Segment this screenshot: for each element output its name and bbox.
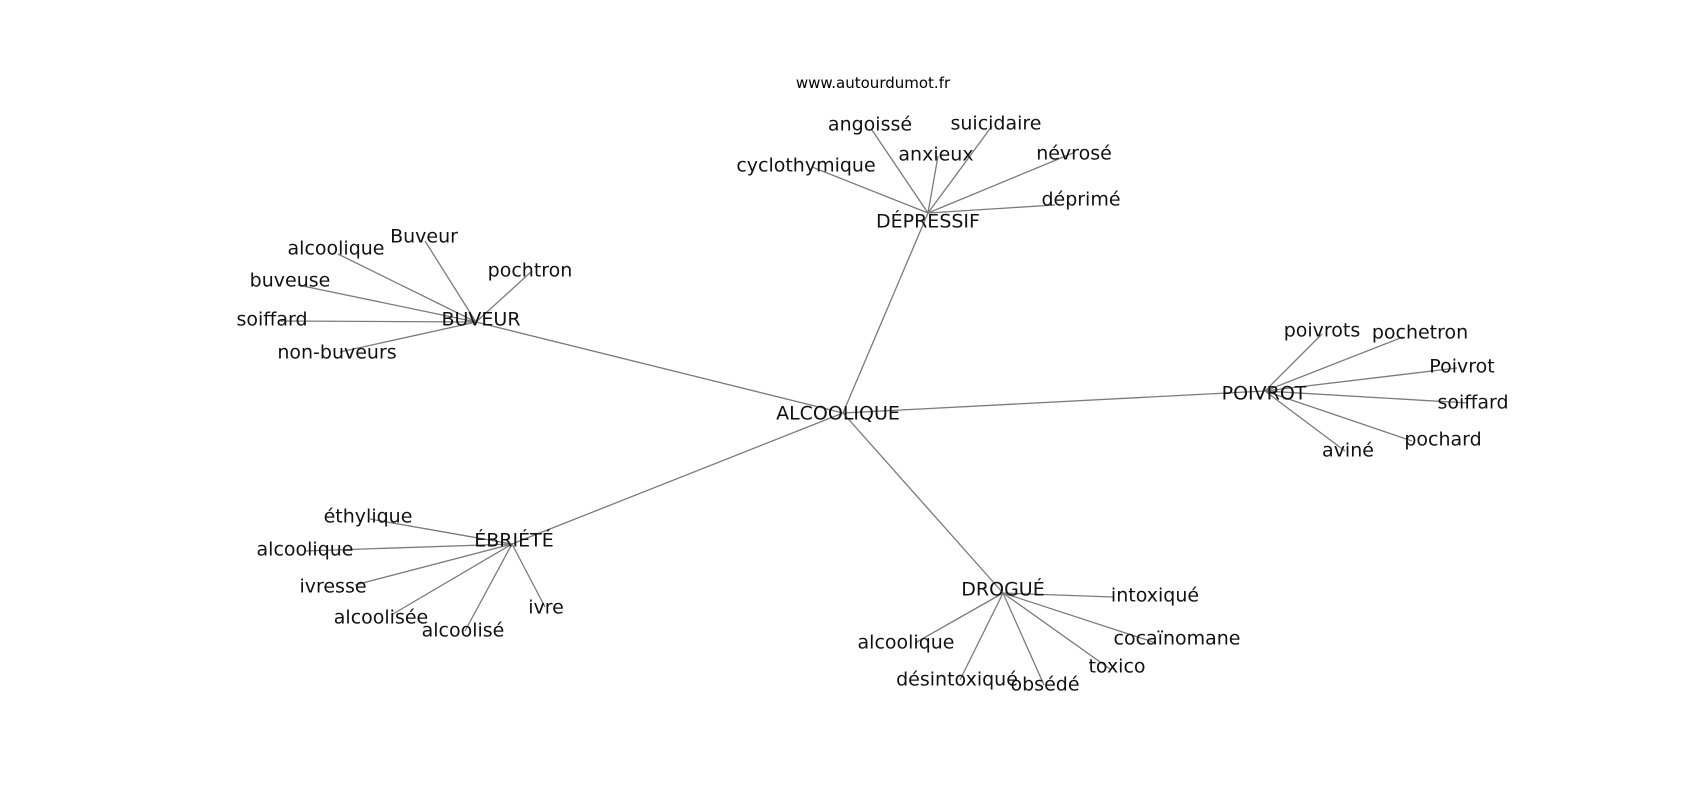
word-node-ebriete-4[interactable]: alcoolisé: [422, 620, 505, 642]
edge-drogue-1: [1002, 592, 1154, 643]
edge-depressif-0: [871, 129, 929, 214]
edge-depressif-5: [927, 204, 1056, 214]
word-node-poivrot-0[interactable]: poivrots: [1284, 320, 1361, 342]
edge-depressif-2: [927, 155, 939, 214]
edge-buveur-3: [297, 284, 477, 323]
word-node-depressif-3[interactable]: névrosé: [1036, 143, 1112, 165]
edge-ebriete-3: [392, 543, 513, 615]
edge-poivrot-3: [1264, 390, 1469, 404]
edge-poivrot-2: [1264, 367, 1458, 392]
word-node-depressif-2[interactable]: anxieux: [898, 144, 973, 166]
edge-center-buveur: [475, 321, 844, 414]
word-node-buveur-5[interactable]: non-buveurs: [277, 342, 396, 364]
edge-center-ebriete: [511, 412, 844, 545]
word-node-drogue-3[interactable]: obsédé: [1010, 674, 1079, 696]
word-node-poivrot-2[interactable]: Poivrot: [1429, 356, 1494, 378]
edge-ebriete-0: [369, 518, 513, 545]
word-node-depressif-4[interactable]: cyclothymique: [736, 155, 875, 177]
cluster-node-depressif[interactable]: DÉPRESSIF: [876, 210, 980, 233]
word-node-poivrot-1[interactable]: pochetron: [1372, 322, 1468, 344]
graph-edges: [277, 125, 1469, 686]
edge-buveur-2: [475, 270, 533, 323]
word-node-ebriete-5[interactable]: ivre: [528, 597, 564, 619]
edge-center-depressif: [842, 212, 929, 414]
word-node-poivrot-3[interactable]: soiffard: [1437, 392, 1508, 414]
site-credit[interactable]: www.autourdumot.fr: [796, 74, 951, 92]
edge-center-drogue: [842, 412, 1004, 594]
edge-ebriete-1: [304, 543, 513, 552]
edge-drogue-5: [914, 592, 1004, 644]
cluster-node-ebriete[interactable]: ÉBRIÉTÉ: [474, 529, 553, 552]
edge-depressif-3: [927, 152, 1074, 214]
edge-buveur-4: [277, 320, 477, 323]
word-node-buveur-4[interactable]: soiffard: [236, 309, 307, 331]
edge-ebriete-2: [354, 543, 513, 586]
edge-center-poivrot: [842, 390, 1266, 414]
word-node-depressif-1[interactable]: suicidaire: [950, 113, 1041, 135]
word-node-buveur-2[interactable]: pochtron: [488, 260, 573, 282]
edge-drogue-4: [959, 592, 1004, 681]
edge-buveur-0: [424, 240, 477, 323]
word-node-drogue-0[interactable]: intoxiqué: [1111, 585, 1199, 607]
edge-drogue-0: [1002, 592, 1114, 598]
word-node-drogue-4[interactable]: désintoxiqué: [896, 669, 1018, 691]
cluster-node-drogue[interactable]: DROGUÉ: [961, 578, 1044, 601]
word-node-poivrot-5[interactable]: aviné: [1322, 440, 1374, 462]
edge-buveur-5: [339, 321, 477, 353]
graph-nodes: ALCOOLIQUE DÉPRESSIF angoissé suicidaire anx…: [236, 113, 1508, 696]
word-node-buveur-3[interactable]: buveuse: [250, 270, 331, 292]
edge-poivrot-4: [1264, 390, 1413, 442]
edge-poivrot-5: [1264, 390, 1346, 452]
word-node-buveur-1[interactable]: alcoolique: [288, 238, 385, 260]
word-node-ebriete-3[interactable]: alcoolisée: [334, 607, 428, 629]
edge-ebriete-5: [511, 543, 546, 608]
edge-poivrot-1: [1264, 336, 1404, 392]
word-node-ebriete-2[interactable]: ivresse: [299, 576, 366, 598]
edge-drogue-3: [1002, 592, 1045, 686]
word-node-drogue-2[interactable]: toxico: [1088, 656, 1145, 678]
word-node-drogue-1[interactable]: cocaïnomane: [1114, 628, 1241, 650]
edge-poivrot-0: [1264, 333, 1323, 392]
word-node-depressif-0[interactable]: angoissé: [828, 114, 912, 136]
word-node-drogue-5[interactable]: alcoolique: [858, 632, 955, 654]
cluster-node-buveur[interactable]: BUVEUR: [441, 309, 520, 331]
edge-drogue-2: [1002, 592, 1111, 670]
edge-ebriete-4: [464, 543, 513, 632]
center-node-label[interactable]: ALCOOLIQUE: [776, 403, 900, 425]
word-node-buveur-0[interactable]: Buveur: [390, 226, 458, 248]
word-node-ebriete-0[interactable]: éthylique: [324, 506, 413, 528]
word-node-poivrot-4[interactable]: pochard: [1404, 429, 1481, 451]
edge-buveur-1: [337, 253, 477, 323]
word-node-depressif-5[interactable]: déprimé: [1041, 189, 1120, 211]
cluster-node-poivrot[interactable]: POIVROT: [1222, 383, 1307, 405]
edge-depressif-4: [811, 166, 929, 214]
edge-depressif-1: [927, 125, 993, 214]
word-node-ebriete-1[interactable]: alcoolique: [257, 539, 354, 561]
